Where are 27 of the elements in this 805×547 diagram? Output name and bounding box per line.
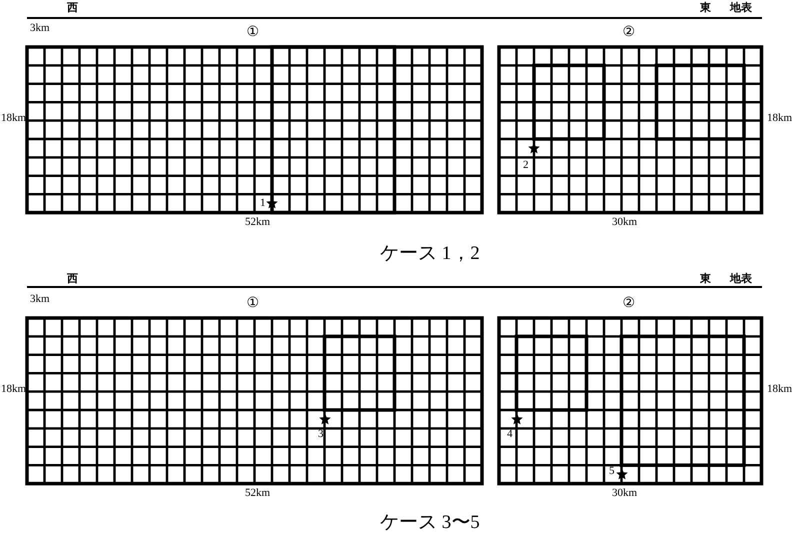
dimension-label: 18km	[0, 383, 26, 395]
panel-heading: ①	[246, 25, 260, 41]
dimension-label: 52km	[245, 216, 270, 228]
direction-label: 西	[67, 273, 78, 285]
dimension-label: 30km	[612, 216, 638, 228]
dimension-label: 18km	[767, 383, 792, 395]
epicenter-number: 5	[609, 465, 614, 477]
dimension-label: 18km	[0, 112, 26, 124]
epicenter-number: 4	[507, 428, 512, 440]
depth-label: 3km	[30, 22, 50, 34]
panel-heading: ②	[622, 25, 636, 41]
case-caption: ケース 1，2	[380, 243, 480, 265]
dimension-label: 30km	[612, 487, 638, 499]
panel-heading: ①	[246, 296, 260, 312]
surface-label: 地表	[730, 2, 752, 14]
epicenter-number: 1	[260, 197, 266, 209]
epicenter-number: 2	[523, 159, 528, 171]
direction-label: 西	[67, 2, 78, 14]
case-caption: ケース 3〜5	[380, 512, 480, 534]
depth-label: 3km	[30, 293, 50, 305]
direction-label: 東	[700, 273, 711, 285]
panel-heading: ②	[622, 296, 636, 312]
dimension-label: 18km	[767, 112, 792, 124]
direction-label: 東	[700, 2, 711, 14]
dimension-label: 52km	[245, 487, 270, 499]
epicenter-number: 3	[318, 428, 324, 440]
surface-label: 地表	[730, 273, 752, 285]
